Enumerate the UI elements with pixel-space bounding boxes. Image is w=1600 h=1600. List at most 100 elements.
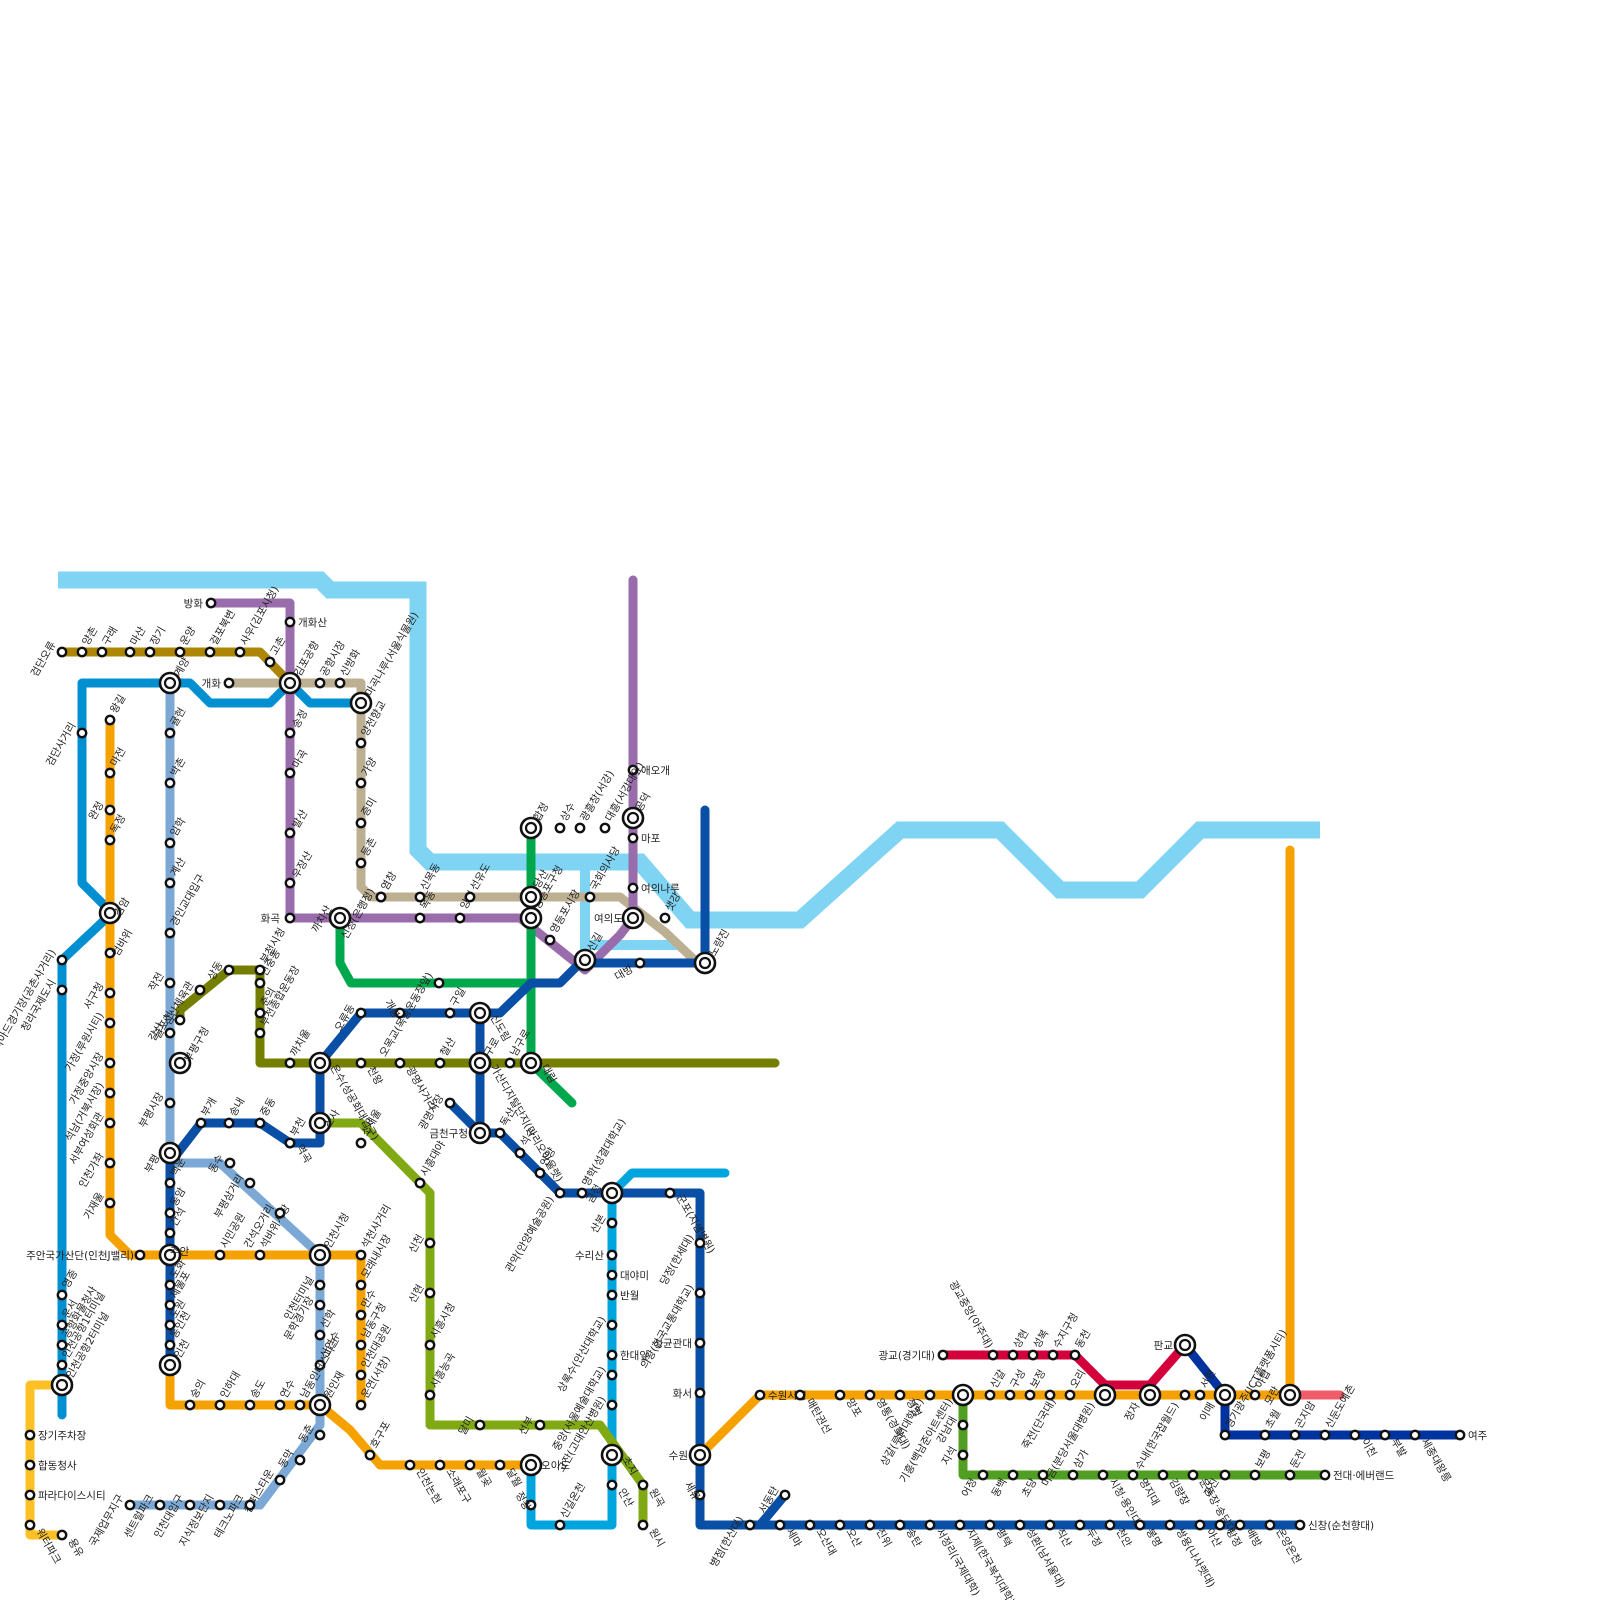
station-wanggil[interactable]: 왕길: [104, 692, 128, 726]
station-marker[interactable]: [56, 954, 68, 966]
station-marker[interactable]: [164, 777, 176, 789]
station-gaehwa[interactable]: 개화: [202, 677, 235, 690]
station-marker[interactable]: [494, 1459, 506, 1471]
station-wonsi[interactable]: 원시: [637, 1519, 667, 1549]
station-marker[interactable]: [244, 1177, 256, 1189]
station-marker[interactable]: [96, 646, 108, 658]
station-moran[interactable]: 모란: [1263, 1383, 1302, 1407]
station-marker[interactable]: [1264, 1519, 1276, 1531]
station-marker[interactable]: [223, 1117, 235, 1129]
station-marker[interactable]: [254, 977, 266, 989]
station-banwol[interactable]: 반월: [606, 1289, 640, 1302]
station-marker[interactable]: [957, 1449, 969, 1461]
station-gongdeok[interactable]: 공덕: [621, 791, 653, 830]
station-marker[interactable]: [224, 1157, 236, 1169]
station-marker[interactable]: [355, 1007, 367, 1019]
station-marker[interactable]: [1044, 1389, 1056, 1401]
station-marker[interactable]: [1319, 1429, 1331, 1441]
station-marker[interactable]: [1194, 1519, 1206, 1531]
station-marker[interactable]: [525, 1499, 537, 1511]
station-marker[interactable]: [314, 1429, 326, 1441]
station-marker[interactable]: [864, 1389, 876, 1401]
station-marker[interactable]: [164, 1207, 176, 1219]
station-marker[interactable]: [794, 1389, 806, 1401]
station-handae[interactable]: 한대앞: [606, 1349, 650, 1362]
station-marker[interactable]: [24, 1459, 36, 1471]
station-marker[interactable]: [1097, 1469, 1109, 1481]
station-marker[interactable]: [434, 1459, 446, 1471]
station-sunae[interactable]: 수내(한국잡월드): [1133, 1389, 1191, 1472]
station-marker[interactable]: [274, 1474, 286, 1486]
station-marker[interactable]: [284, 727, 296, 739]
station-marker[interactable]: [164, 1097, 176, 1109]
station-marker[interactable]: [24, 1489, 36, 1501]
station-marker[interactable]: [164, 1027, 176, 1039]
station-marker[interactable]: [56, 984, 68, 996]
station-marker[interactable]: [314, 677, 326, 689]
station-paradise[interactable]: 파라다이스시티: [24, 1489, 106, 1502]
station-marker[interactable]: [174, 1014, 186, 1026]
station-marker[interactable]: [1294, 1519, 1306, 1531]
station-marker[interactable]: [894, 1519, 906, 1531]
station-marker[interactable]: [554, 1519, 566, 1531]
station-marker[interactable]: [779, 1489, 791, 1501]
station-marker[interactable]: [1249, 1389, 1261, 1401]
station-marker[interactable]: [164, 727, 176, 739]
station-marker[interactable]: [104, 714, 116, 726]
station-marker[interactable]: [355, 737, 367, 749]
station-marker[interactable]: [104, 1017, 116, 1029]
station-marker[interactable]: [314, 1299, 326, 1311]
station-marker[interactable]: [314, 1279, 326, 1291]
station-marker[interactable]: [834, 1519, 846, 1531]
station-marker[interactable]: [284, 616, 296, 628]
station-marker[interactable]: [104, 1117, 116, 1129]
station-marker[interactable]: [76, 646, 88, 658]
station-seonbu[interactable]: 선부: [517, 1414, 546, 1437]
station-marker[interactable]: [124, 1499, 136, 1511]
station-marker[interactable]: [364, 1449, 376, 1461]
station-marker[interactable]: [104, 947, 116, 959]
station-marker[interactable]: [576, 1187, 588, 1199]
station-marker[interactable]: [659, 912, 671, 924]
station-marker[interactable]: [294, 1399, 306, 1411]
station-marker[interactable]: [664, 1187, 676, 1199]
station-marker[interactable]: [1104, 1519, 1116, 1531]
station-marker[interactable]: [284, 877, 296, 889]
station-marker[interactable]: [355, 1249, 367, 1261]
station-marker[interactable]: [606, 1399, 618, 1411]
station-marker[interactable]: [1214, 1519, 1226, 1531]
station-marker[interactable]: [164, 1177, 176, 1189]
station-marker[interactable]: [774, 1519, 786, 1531]
station-daeyami[interactable]: 대야미: [606, 1269, 649, 1282]
station-sosa[interactable]: 소사: [308, 1107, 342, 1135]
station-marker[interactable]: [864, 1519, 876, 1531]
station-marker[interactable]: [554, 1187, 566, 1199]
station-marker[interactable]: [404, 1459, 416, 1471]
station-marker[interactable]: [599, 822, 611, 834]
station-marker[interactable]: [694, 1337, 706, 1349]
station-marker[interactable]: [1219, 1429, 1231, 1441]
station-marker[interactable]: [56, 1319, 68, 1331]
station-marker[interactable]: [1014, 1519, 1026, 1531]
station-marker[interactable]: [474, 1419, 486, 1431]
station-marker[interactable]: [284, 912, 296, 924]
station-marker[interactable]: [76, 727, 88, 739]
station-woninjae[interactable]: 원인재: [308, 1369, 347, 1417]
station-marker[interactable]: [56, 1339, 68, 1351]
station-marker[interactable]: [1064, 1389, 1076, 1401]
station-hwagok[interactable]: 화곡: [261, 912, 296, 925]
station-marker[interactable]: [1047, 1349, 1059, 1361]
station-marker[interactable]: [627, 882, 639, 894]
station-marker[interactable]: [274, 1207, 286, 1219]
station-marker[interactable]: [754, 1389, 766, 1401]
station-marker[interactable]: [606, 1249, 618, 1261]
station-marker[interactable]: [1319, 1469, 1331, 1481]
station-marker[interactable]: [254, 1027, 266, 1039]
station-marker[interactable]: [444, 1097, 456, 1109]
station-marker[interactable]: [355, 1369, 367, 1381]
station-marker[interactable]: [204, 646, 216, 658]
station-hapdong[interactable]: 합동청사: [24, 1459, 77, 1472]
station-marker[interactable]: [24, 1429, 36, 1441]
station-marker[interactable]: [355, 1279, 367, 1291]
station-marker[interactable]: [984, 1519, 996, 1531]
